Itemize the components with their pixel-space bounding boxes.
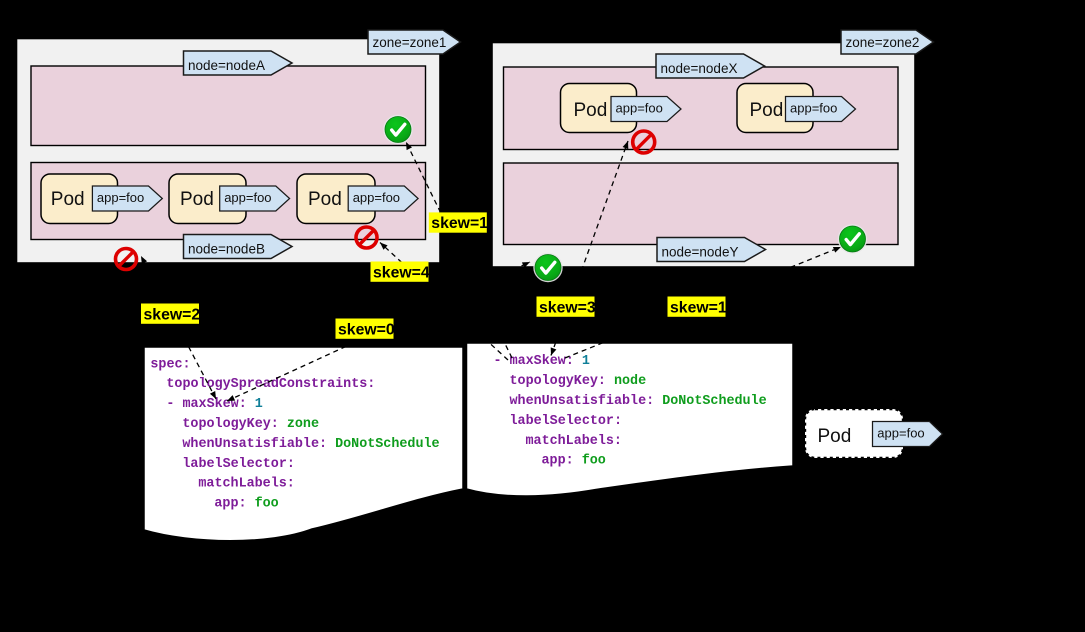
svg-text:Pod: Pod xyxy=(308,189,342,210)
svg-text:node=nodeX: node=nodeX xyxy=(661,61,738,76)
svg-text:app=foo: app=foo xyxy=(877,426,924,441)
svg-text:skew=1: skew=1 xyxy=(431,215,488,232)
svg-text:Pod: Pod xyxy=(180,189,214,210)
svg-text:app=foo: app=foo xyxy=(790,100,837,115)
svg-text:zone=zone2: zone=zone2 xyxy=(846,35,920,50)
svg-text:Pod: Pod xyxy=(818,426,852,447)
svg-text:app=foo: app=foo xyxy=(224,190,271,205)
svg-text:Pod: Pod xyxy=(750,100,784,121)
svg-text:labelSelector:: labelSelector: xyxy=(510,414,623,429)
svg-text:app=foo: app=foo xyxy=(97,190,144,205)
svg-text:Pod: Pod xyxy=(51,189,85,210)
svg-text:topologyKey: zone: topologyKey: zone xyxy=(182,417,319,432)
svg-text:Pod: Pod xyxy=(574,100,608,121)
svg-text:whenUnsatisfiable: DoNotSchedu: whenUnsatisfiable: DoNotSchedule xyxy=(510,394,767,409)
svg-text:zone=zone1: zone=zone1 xyxy=(373,35,447,50)
svg-text:skew=1: skew=1 xyxy=(670,299,727,316)
svg-text:topologyKey: node: topologyKey: node xyxy=(510,374,647,389)
svg-text:spec:: spec: xyxy=(150,357,190,372)
svg-text:skew=4: skew=4 xyxy=(373,264,430,281)
svg-text:- maxSkew: 1: - maxSkew: 1 xyxy=(166,397,262,412)
svg-text:skew=0: skew=0 xyxy=(338,321,395,338)
svg-text:node=nodeY: node=nodeY xyxy=(662,245,739,260)
svg-text:skew=3: skew=3 xyxy=(539,299,596,316)
svg-text:node=nodeB: node=nodeB xyxy=(188,242,265,257)
svg-text:app: foo: app: foo xyxy=(214,497,278,512)
svg-text:app=foo: app=foo xyxy=(616,100,663,115)
svg-text:whenUnsatisfiable: DoNotSchedu: whenUnsatisfiable: DoNotSchedule xyxy=(182,437,439,452)
svg-text:topologySpreadConstraints:: topologySpreadConstraints: xyxy=(166,377,375,392)
svg-text:skew=2: skew=2 xyxy=(144,306,201,323)
svg-text:- maxSkew: 1: - maxSkew: 1 xyxy=(494,354,590,369)
svg-text:app=foo: app=foo xyxy=(353,190,400,205)
svg-text:matchLabels:: matchLabels: xyxy=(526,434,622,449)
svg-text:app: foo: app: foo xyxy=(542,454,606,469)
svg-text:node=nodeA: node=nodeA xyxy=(188,58,265,73)
svg-text:matchLabels:: matchLabels: xyxy=(198,477,294,492)
svg-text:labelSelector:: labelSelector: xyxy=(182,457,295,472)
